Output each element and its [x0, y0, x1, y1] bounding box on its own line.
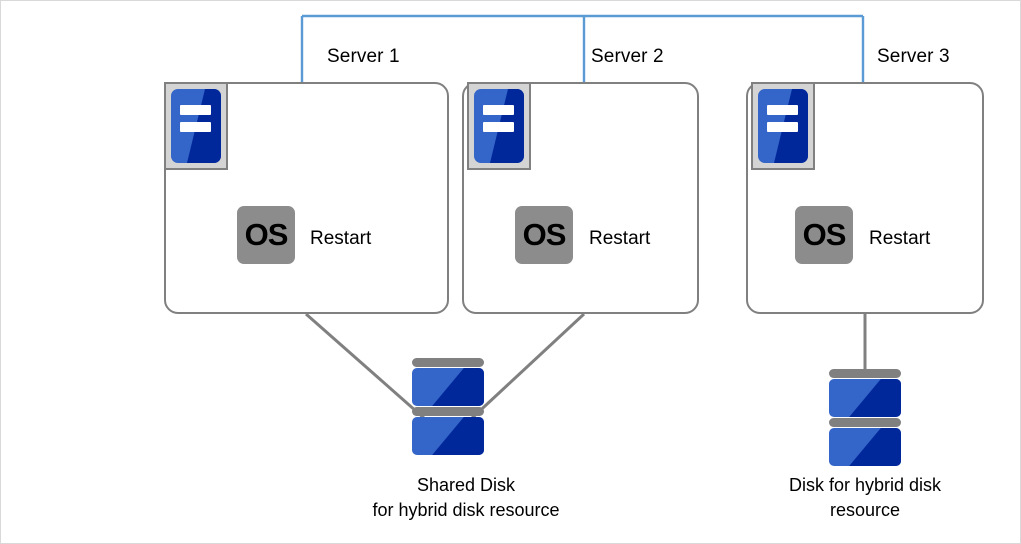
- server-machine-icon-3: [751, 82, 815, 170]
- server-machine-icon-slot-1: [482, 105, 514, 115]
- connector-server-2-to-shared-disk: [469, 312, 586, 421]
- disk-platter-2: [829, 428, 901, 466]
- disk-platter-shade: [432, 368, 484, 406]
- server-machine-icon-slot-2: [179, 122, 211, 132]
- connector-server-1-to-shared-disk: [305, 312, 426, 421]
- os-badge-2: OS: [515, 206, 573, 264]
- hybrid-disk-caption: Disk for hybrid disk resource: [788, 475, 942, 520]
- server-machine-icon-body: [758, 89, 808, 163]
- disk-platter-1: [412, 368, 484, 406]
- disk-cap-middle: [412, 407, 484, 416]
- disk-stack-icon-shared[interactable]: [412, 358, 484, 456]
- disk-cap-middle: [829, 418, 901, 427]
- disk-platter-1: [829, 379, 901, 417]
- disk-cap-top: [412, 358, 484, 367]
- restart-label-1: Restart: [310, 228, 372, 249]
- disk-cap-top: [829, 369, 901, 378]
- server-machine-icon-slot-1: [179, 105, 211, 115]
- server-label-2: Server 2: [591, 46, 664, 67]
- server-machine-icon-1: [164, 82, 228, 170]
- server-label-3: Server 3: [877, 46, 950, 67]
- disk-platter-shade: [432, 417, 484, 455]
- restart-label-2: Restart: [589, 228, 651, 249]
- server-machine-icon-2: [467, 82, 531, 170]
- server-machine-icon-body: [171, 89, 221, 163]
- server-machine-icon-slot-2: [766, 122, 798, 132]
- os-badge-3: OS: [795, 206, 853, 264]
- server-label-1: Server 1: [327, 46, 400, 67]
- cluster-bracket: [300, 14, 865, 83]
- disk-platter-shade: [849, 379, 901, 417]
- server-machine-icon-body: [474, 89, 524, 163]
- disk-platter-shade: [849, 428, 901, 466]
- server-machine-icon-slot-1: [766, 105, 798, 115]
- disk-platter-2: [412, 417, 484, 455]
- shared-disk-caption: Shared Disk for hybrid disk resource: [372, 475, 560, 520]
- os-badge-1: OS: [237, 206, 295, 264]
- server-machine-icon-slot-2: [482, 122, 514, 132]
- restart-label-3: Restart: [869, 228, 931, 249]
- disk-stack-icon-hybrid[interactable]: [829, 369, 901, 467]
- server-box-1[interactable]: [164, 82, 449, 314]
